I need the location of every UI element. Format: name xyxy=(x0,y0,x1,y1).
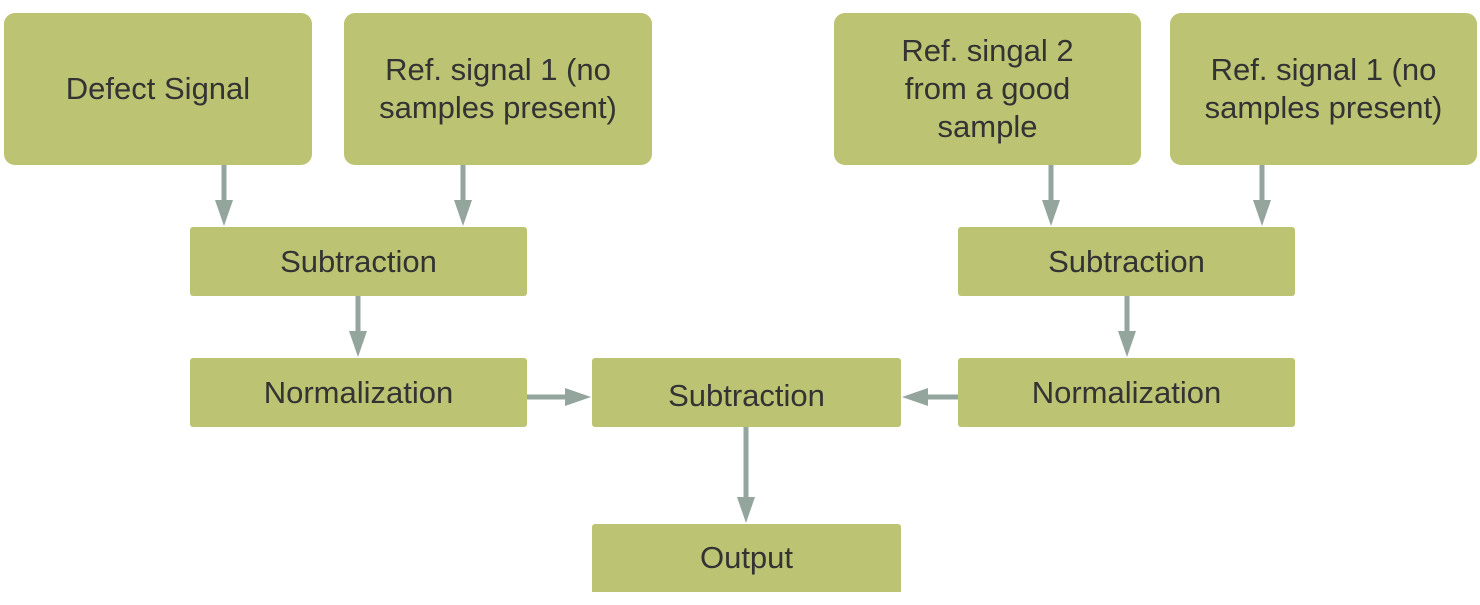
ref-signal-2-node: Ref. singal 2 from a good sample xyxy=(834,13,1141,165)
output-node: Output xyxy=(592,524,901,592)
edge-ref1-left-to-subtraction-left xyxy=(454,165,472,226)
ref-signal-1-left-node: Ref. signal 1 (no samples present) xyxy=(344,13,652,165)
defect-signal-node: Defect Signal xyxy=(4,13,312,165)
normalization-left-node: Normalization xyxy=(190,358,527,427)
ref-signal-2-label: Ref. singal 2 from a good sample xyxy=(901,33,1074,144)
defect-signal-label: Defect Signal xyxy=(65,71,251,106)
edge-normalization-right-to-subtraction-center xyxy=(902,388,958,406)
edge-defect-to-subtraction-left xyxy=(215,165,233,226)
normalization-right-node: Normalization xyxy=(958,358,1295,427)
subtraction-right-label: Subtraction xyxy=(1048,243,1205,279)
subtraction-left-label: Subtraction xyxy=(280,243,437,279)
normalization-left-label: Normalization xyxy=(263,374,454,410)
edge-subtraction-right-to-normalization-right xyxy=(1118,296,1136,357)
normalization-right-label: Normalization xyxy=(1031,374,1222,410)
ref-signal-1-left-label: Ref. signal 1 (no samples present) xyxy=(379,52,617,125)
subtraction-center-label: Subtraction xyxy=(668,377,825,413)
edge-ref1-right-to-subtraction-right xyxy=(1253,165,1271,226)
edge-subtraction-center-to-output xyxy=(737,427,755,523)
edge-normalization-left-to-subtraction-center xyxy=(527,388,591,406)
ref-signal-1-right-node: Ref. signal 1 (no samples present) xyxy=(1170,13,1477,165)
subtraction-right-node: Subtraction xyxy=(958,227,1295,296)
subtraction-left-node: Subtraction xyxy=(190,227,527,296)
edge-ref2-to-subtraction-right xyxy=(1042,165,1060,226)
ref-signal-1-right-label: Ref. signal 1 (no samples present) xyxy=(1204,52,1443,125)
subtraction-center-node: Subtraction xyxy=(592,358,901,427)
edge-subtraction-left-to-normalization-left xyxy=(349,296,367,357)
output-label: Output xyxy=(699,540,794,575)
